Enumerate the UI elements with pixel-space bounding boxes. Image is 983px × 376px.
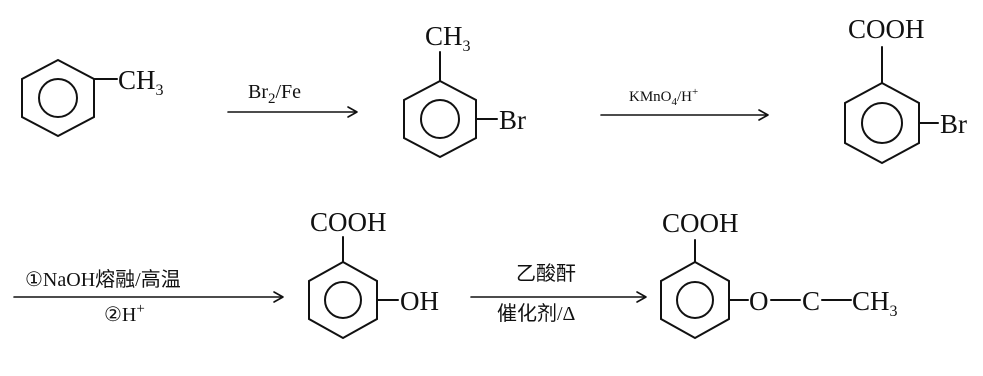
methyl-group: CH3 bbox=[118, 65, 164, 99]
bromine-atom: Br bbox=[940, 109, 967, 139]
carboxyl-group: COOH bbox=[662, 208, 739, 238]
molecule-toluene: CH3 bbox=[21, 58, 164, 138]
benzene-ring bbox=[308, 260, 378, 340]
molecule-2-bromobenzoic-acid: COOH Br bbox=[844, 14, 967, 165]
aromatic-circle bbox=[38, 78, 78, 118]
reagent-label-3-above: ①NaOH熔融/高温 bbox=[25, 268, 181, 291]
carbonyl-carbon: C bbox=[802, 286, 820, 316]
ester-oxygen: O bbox=[749, 286, 769, 316]
reagent-label-1: Br2/Fe bbox=[248, 81, 301, 107]
carboxyl-group: COOH bbox=[848, 14, 925, 44]
hydroxyl-group: OH bbox=[400, 286, 439, 316]
molecule-aspirin: COOH O C CH3 bbox=[660, 208, 898, 340]
benzene-ring bbox=[660, 260, 730, 340]
reaction-arrow-2: KMnO4/H+ bbox=[600, 86, 769, 121]
reaction-arrow-4: 乙酸酐 催化剂/Δ bbox=[470, 262, 647, 325]
reaction-arrow-3: ①NaOH熔融/高温 ②H+ bbox=[13, 268, 284, 326]
arrow-head bbox=[636, 291, 647, 303]
arrow-head bbox=[758, 109, 769, 121]
benzene-ring bbox=[21, 58, 95, 138]
benzene-ring bbox=[844, 81, 920, 165]
molecule-2-bromotoluene: CH3 Br bbox=[403, 21, 526, 159]
reaction-arrow-1: Br2/Fe bbox=[227, 81, 358, 118]
reagent-label-4-below: 催化剂/Δ bbox=[497, 302, 576, 325]
reagent-label-2: KMnO4/H+ bbox=[629, 86, 698, 108]
methyl-group: CH3 bbox=[425, 21, 471, 55]
molecule-salicylic-acid: COOH OH bbox=[308, 207, 439, 340]
arrow-head bbox=[273, 291, 284, 303]
reagent-label-4-above: 乙酸酐 bbox=[516, 262, 576, 285]
aromatic-circle bbox=[324, 281, 362, 319]
aromatic-circle bbox=[861, 102, 903, 144]
methyl-group: CH3 bbox=[852, 286, 898, 320]
bromine-atom: Br bbox=[499, 105, 526, 135]
aromatic-circle bbox=[676, 281, 714, 319]
carboxyl-group: COOH bbox=[310, 207, 387, 237]
benzene-ring bbox=[403, 79, 477, 159]
arrow-head bbox=[347, 106, 358, 118]
reagent-label-3-below: ②H+ bbox=[104, 301, 145, 326]
aromatic-circle bbox=[420, 99, 460, 139]
